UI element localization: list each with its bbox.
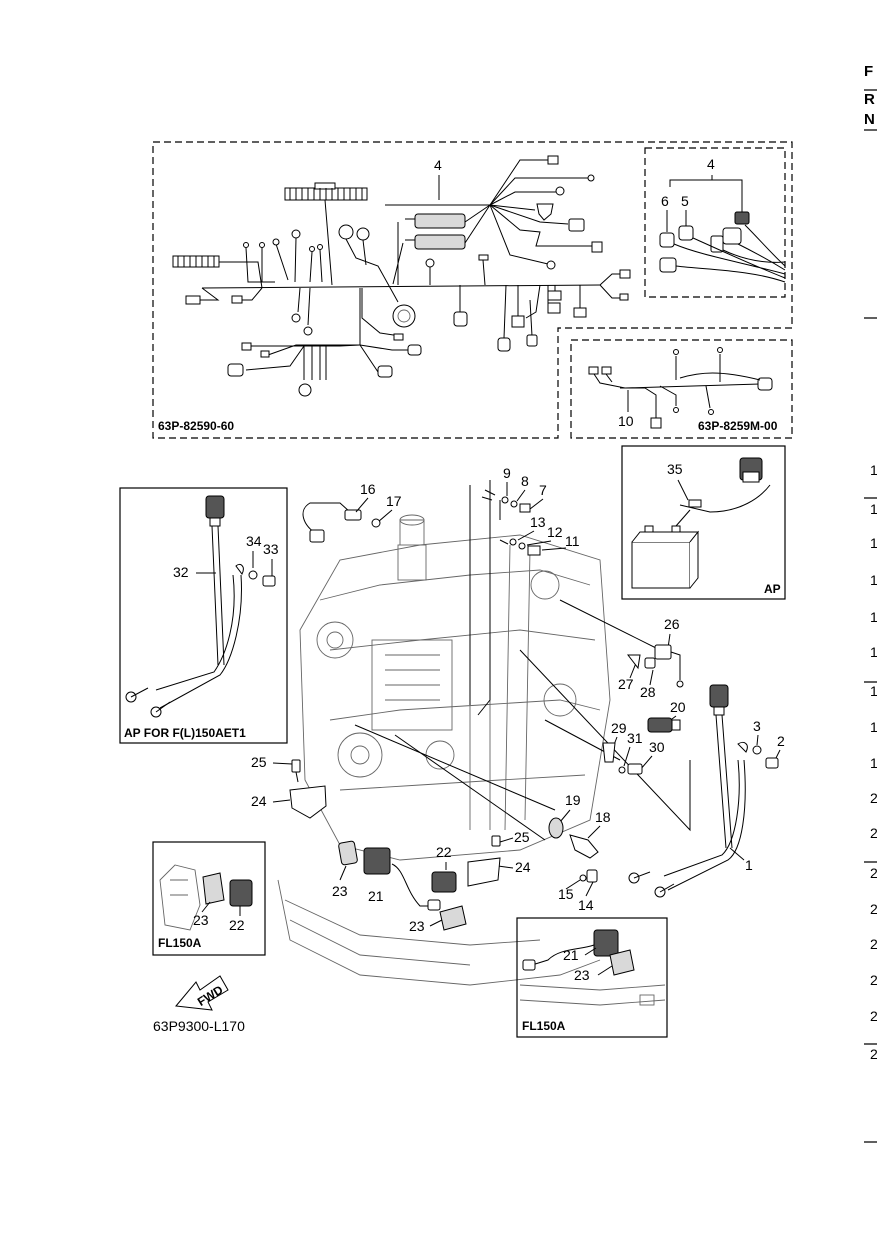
callout-8: 8 (521, 473, 529, 489)
callout-20: 20 (670, 699, 686, 715)
callout-13: 13 (530, 514, 546, 530)
callout-27: 27 (618, 676, 634, 692)
edge-digit: 2 (870, 901, 877, 917)
edge-digit: 1 (870, 719, 877, 735)
inset-fl150a-left-callout-22: 22 (229, 917, 245, 933)
callout-30: 30 (649, 739, 665, 755)
inset-callout-6: 6 (661, 193, 669, 209)
callout-17: 17 (386, 493, 402, 509)
edge-digit: 1 (870, 535, 877, 551)
callout-22-main: 22 (436, 844, 452, 860)
edge-digit: 2 (870, 825, 877, 841)
edge-letter-f: F (864, 63, 873, 80)
inset-callout-5: 5 (681, 193, 689, 209)
callout-7: 7 (539, 482, 547, 498)
callout-2: 2 (777, 733, 785, 749)
inset-callout-4: 4 (707, 156, 715, 172)
callout-18: 18 (595, 809, 611, 825)
inset-fl150a-right-label: FL150A (522, 1019, 566, 1033)
callout-24-right: 24 (515, 859, 531, 875)
wire-harness-main-section: 4 63P-82590-60 (152, 141, 793, 439)
callout-24-left: 24 (251, 793, 267, 809)
callout-33: 33 (263, 541, 279, 557)
callout-9: 9 (503, 465, 511, 481)
right-edge-column: F R N 1 1 1 1 1 1 1 1 1 2 2 2 2 2 2 2 2 (864, 63, 877, 1143)
callout-11: 11 (565, 533, 580, 549)
callout-25-right: 25 (514, 829, 530, 845)
harness-main-code: 63P-82590-60 (158, 419, 234, 433)
callout-16: 16 (360, 481, 376, 497)
callout-34: 34 (246, 533, 262, 549)
callout-29: 29 (611, 720, 627, 736)
edge-digit: 1 (870, 644, 877, 660)
edge-digit: 2 (870, 865, 877, 881)
callout-25-left: 25 (251, 754, 267, 770)
battery-cable-assembly: 1 3 2 (628, 684, 785, 898)
callout-1: 1 (745, 857, 753, 873)
edge-letter-n: N (864, 111, 875, 128)
edge-digit: 2 (870, 790, 877, 806)
callout-32: 32 (173, 564, 189, 580)
inset-ap-battery: 35 AP (621, 445, 786, 600)
edge-digit: 2 (870, 1008, 877, 1024)
fwd-arrow: FWD (175, 975, 229, 1011)
callout-23-lower: 23 (409, 918, 425, 934)
drawing-code: 63P9300-L170 (153, 1018, 245, 1034)
callout-3: 3 (753, 718, 761, 734)
edge-digit: 1 (870, 501, 877, 517)
inset-ap-f150aet1-label: AP FOR F(L)150AET1 (124, 726, 246, 740)
callout-28: 28 (640, 684, 656, 700)
inset-ap-label: AP (764, 582, 781, 596)
callout-14: 14 (578, 897, 594, 913)
edge-digit: 1 (870, 572, 877, 588)
edge-digit: 2 (870, 1046, 877, 1062)
callout-15: 15 (558, 886, 574, 902)
edge-letter-r: R (864, 91, 875, 108)
engine-block-drawing (277, 480, 691, 986)
callout-31: 31 (627, 730, 643, 746)
callout-12: 12 (547, 524, 563, 540)
callout-23-main: 23 (332, 883, 348, 899)
edge-digit: 1 (870, 462, 877, 478)
callout-21-main: 21 (368, 888, 384, 904)
callout-35: 35 (667, 461, 683, 477)
engine-callouts: 16 17 9 8 7 13 12 11 26 27 28 2 (251, 465, 686, 934)
inset-fl150a-right-callout-21: 21 (563, 947, 579, 963)
edge-digit: 2 (870, 936, 877, 952)
callout-26: 26 (664, 616, 680, 632)
inset-fl150a-right: 21 23 FL150A (516, 917, 668, 1038)
edge-digit: 1 (870, 755, 877, 771)
edge-digit: 1 (870, 683, 877, 699)
callout-4: 4 (434, 157, 442, 173)
inset-fl150a-left: 23 22 FL150A (152, 841, 266, 956)
inset-fl150a-left-label: FL150A (158, 936, 202, 950)
edge-digit: 2 (870, 972, 877, 988)
inset-ap-f150aet1: 32 34 33 AP FOR F(L)150AET1 (119, 487, 288, 744)
callout-19: 19 (565, 792, 581, 808)
inset-fl150a-left-callout-23: 23 (193, 912, 209, 928)
edge-digit: 1 (870, 609, 877, 625)
callout-10: 10 (618, 413, 634, 429)
harness-sub-code: 63P-8259M-00 (698, 419, 778, 433)
inset-harness-connectors: 4 6 5 (659, 156, 786, 283)
inset-fl150a-right-callout-23: 23 (574, 967, 590, 983)
wire-harness-sub-section: 10 63P-8259M-00 (588, 347, 778, 433)
